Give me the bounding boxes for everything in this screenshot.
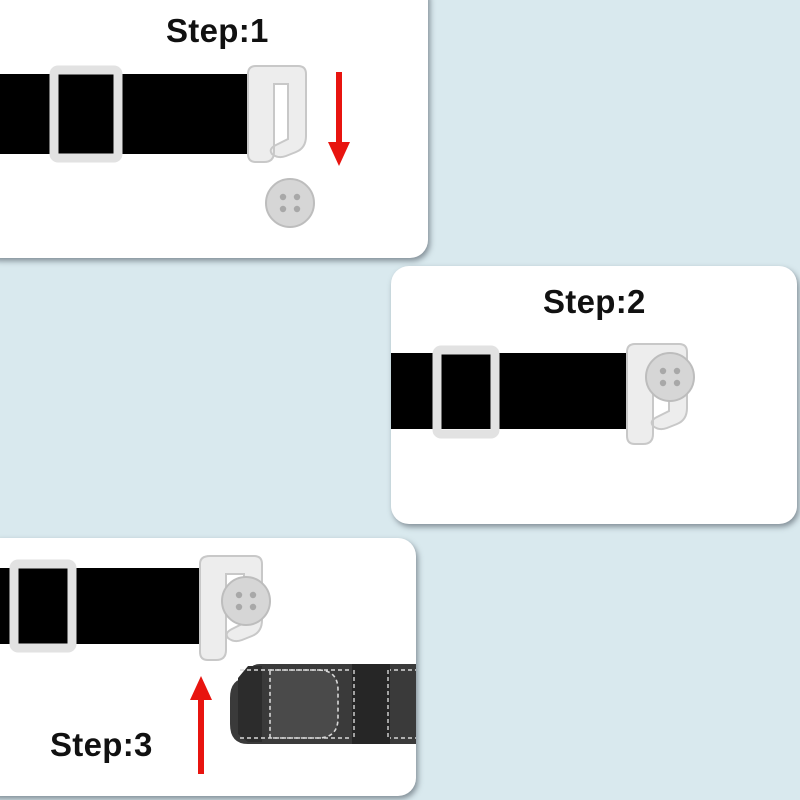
step-2-illustration — [391, 343, 695, 445]
button-icon — [221, 576, 271, 626]
slider-buckle-icon — [49, 65, 123, 163]
button-icon — [645, 352, 695, 402]
strap-icon — [0, 568, 216, 644]
up-arrow-icon — [190, 676, 212, 774]
step-1-illustration — [0, 65, 350, 228]
step-1-title: Step:1 — [166, 12, 269, 49]
step-2-card: Step:2 — [391, 266, 797, 524]
step-1-card: Step:1 — [0, 0, 428, 258]
down-arrow-icon — [328, 72, 350, 166]
strap-icon — [391, 353, 643, 429]
step-3-illustration — [0, 555, 416, 774]
button-icon — [265, 178, 315, 228]
step-3-title: Step:3 — [50, 726, 153, 763]
hook-clip-icon — [247, 65, 307, 163]
strap-icon — [0, 74, 272, 154]
slider-buckle-icon — [9, 559, 77, 653]
step-3-card: Step:3 — [0, 538, 416, 796]
slider-buckle-icon — [432, 345, 500, 439]
leather-tab-icon — [230, 664, 416, 744]
step-2-title: Step:2 — [543, 283, 646, 320]
